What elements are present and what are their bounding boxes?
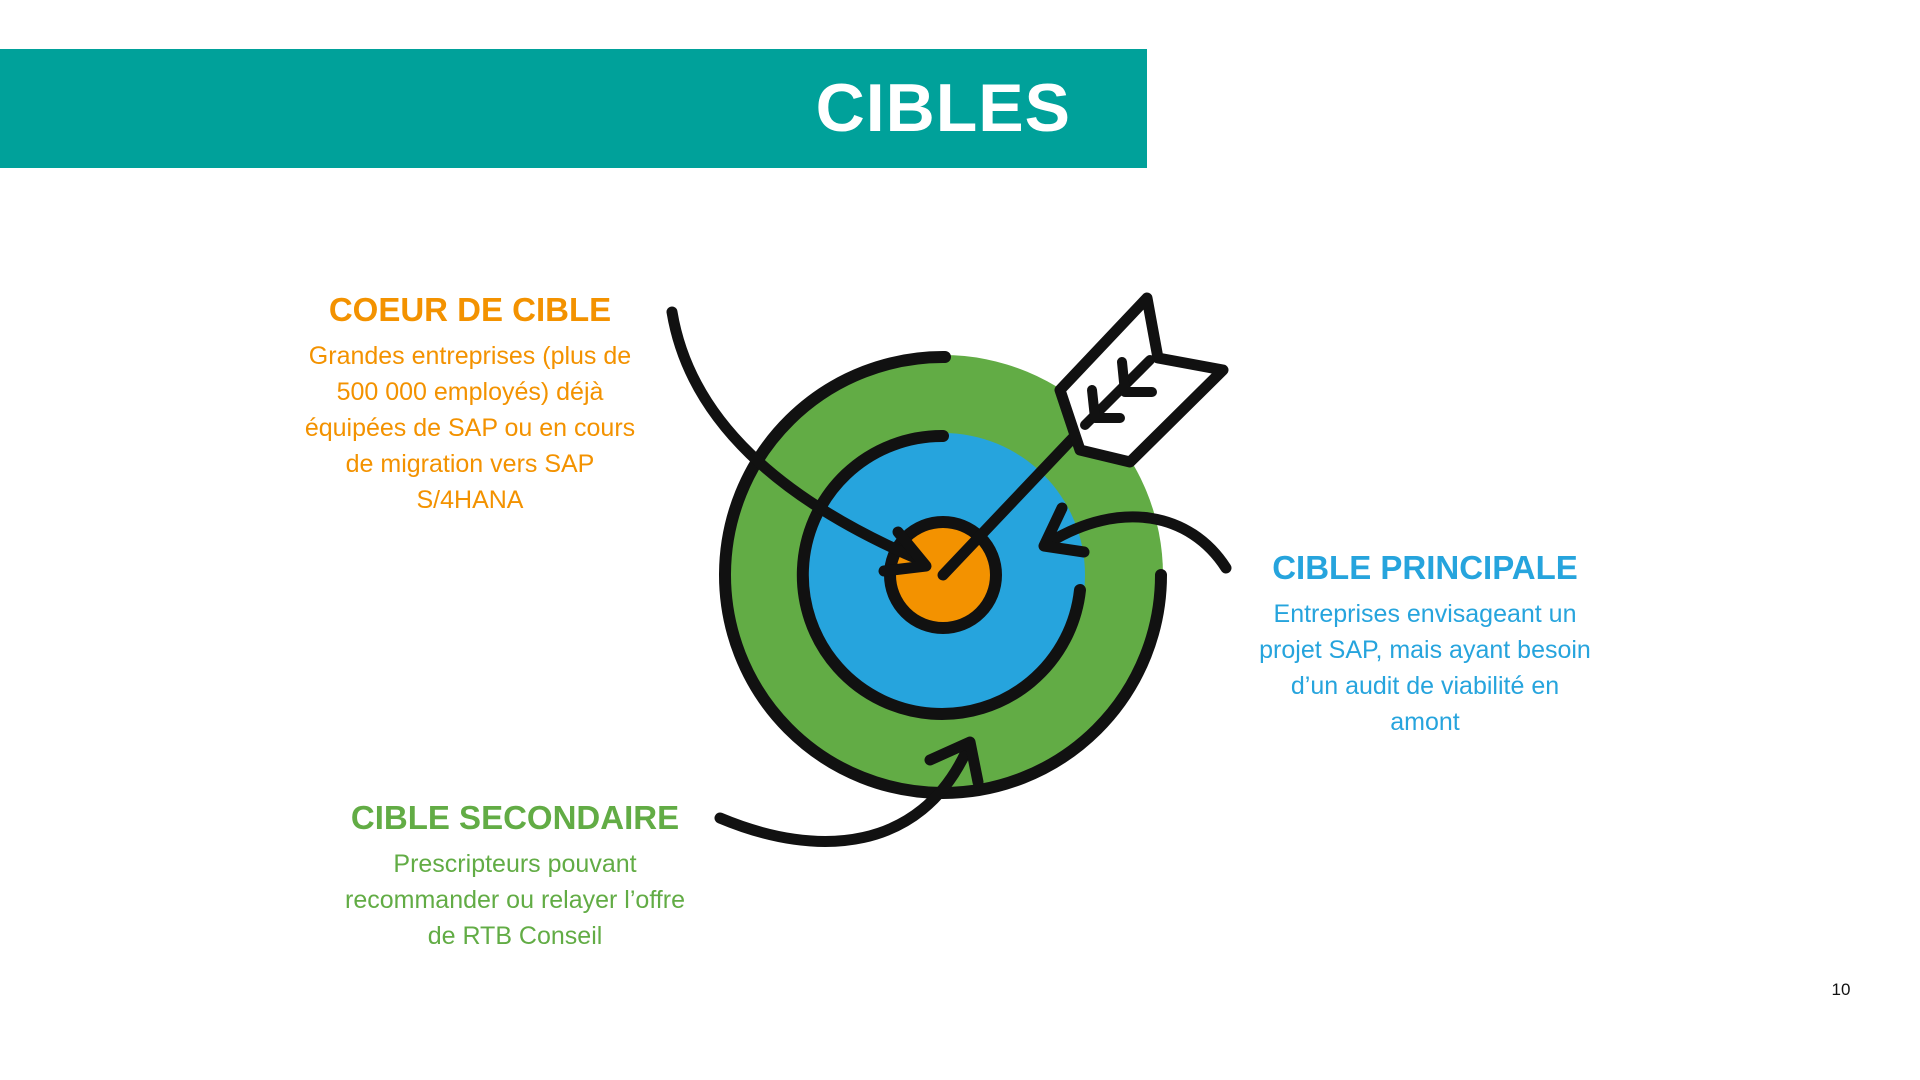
secondary-line: de RTB Conseil (427, 922, 603, 950)
secondary-line: Prescripteurs pouvant (393, 850, 637, 878)
secondary-target-block: CIBLE SECONDAIRE Prescripteurs pouvant r… (305, 798, 725, 954)
secondary-arrowhead (924, 736, 984, 788)
core-line: 500 000 employés) déjà (336, 378, 604, 406)
core-line: Grandes entreprises (plus de (308, 342, 632, 370)
main-line: Entreprises envisageant un (1273, 600, 1577, 628)
main-arrow (1044, 511, 1232, 574)
main-line: amont (1390, 708, 1460, 736)
main-target-heading: CIBLE PRINCIPALE (1272, 549, 1578, 586)
secondary-arrow (714, 746, 972, 847)
main-arrowhead (1038, 502, 1090, 558)
core-target-block: COEUR DE CIBLE Grandes entreprises (plus… (265, 290, 675, 518)
title-banner: CIBLES (0, 49, 1147, 168)
core-line: S/4HANA (416, 486, 524, 514)
fletching-vane-1 (1087, 385, 1125, 423)
main-target-block: CIBLE PRINCIPALE Entreprises envisageant… (1220, 548, 1630, 740)
core-arrow (666, 306, 926, 566)
arrow-fletching (1054, 292, 1229, 468)
core-line: de migration vers SAP (345, 450, 595, 478)
core-line: équipées de SAP ou en cours (304, 414, 636, 442)
main-line: projet SAP, mais ayant besoin (1259, 636, 1591, 664)
secondary-target-heading: CIBLE SECONDAIRE (350, 799, 680, 836)
middle-ring-outline (796, 429, 1086, 720)
secondary-line: recommander ou relayer l’offre (345, 886, 685, 914)
core-target-heading: COEUR DE CIBLE (328, 291, 612, 328)
core-target-description: Grandes entreprises (plus de 500 000 emp… (265, 338, 675, 518)
outer-ring-outline (719, 350, 1167, 799)
secondary-target-description: Prescripteurs pouvant recommander ou rel… (305, 846, 725, 954)
core-arrowhead (878, 526, 932, 577)
page-title: CIBLES (815, 70, 1071, 146)
arrow-shaft (937, 414, 1096, 581)
fletching-vane-2 (1117, 357, 1157, 397)
main-target-description: Entreprises envisageant un projet SAP, m… (1220, 596, 1630, 740)
main-line: d’un audit de viabilité en (1290, 672, 1560, 700)
page-number: 10 (1831, 980, 1851, 999)
